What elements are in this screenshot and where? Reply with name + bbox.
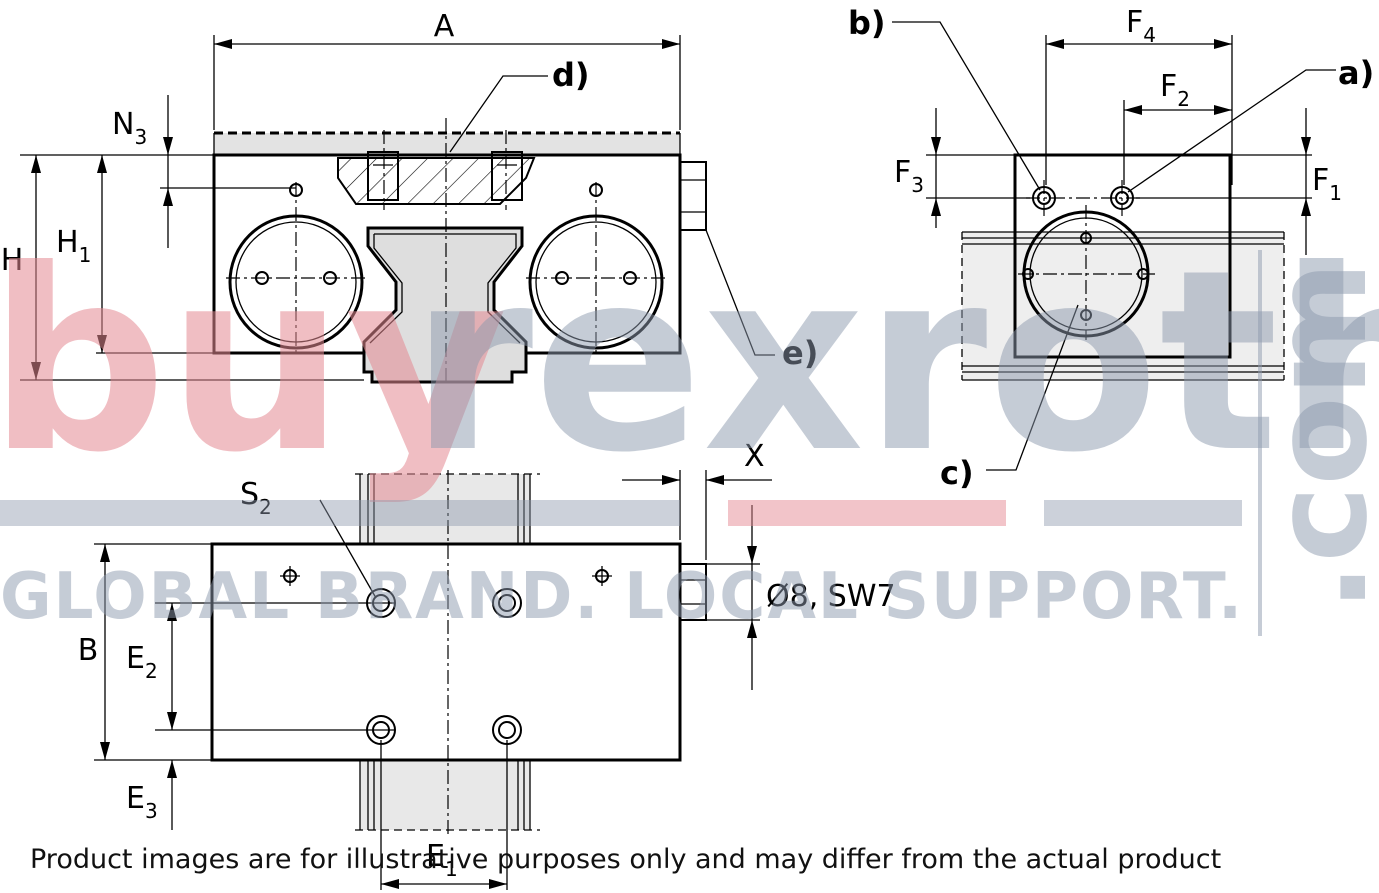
callout-c: c) [940,454,974,492]
watermark-bar-3 [1044,500,1242,526]
top-plate-dashed [214,133,680,155]
dim-H1-label: H1 [56,225,91,267]
dim-F1-label: F1 [1312,163,1342,205]
dim-N3-label: N3 [112,107,147,149]
screw-right [491,151,523,201]
watermark-bar-2 [728,500,1006,526]
callout-e: e) [782,334,818,372]
dim-S2-label: S2 [240,477,272,519]
watermark-bar-1 [0,500,680,526]
end-nut [679,161,707,231]
dim-F4-label: F4 [1126,5,1156,47]
disclaimer-text: Product images are for illustrative purp… [30,844,1221,875]
hatched-section [337,157,536,205]
rail-profile [362,226,528,384]
dim-B-label: B [78,633,99,668]
callout-a: a) [1338,54,1374,92]
side-block [1013,153,1232,359]
side-view: F4 F2 F1 F3 b) a) c) [848,4,1374,492]
dim-E3-label: E3 [126,781,158,823]
dim-F3-label: F3 [894,155,924,197]
screw-left [367,151,399,201]
rail-top [360,474,530,544]
dim-E2-label: E2 [126,641,158,683]
callout-d: d) [552,56,590,94]
watermark-tagline: GLOBAL BRAND. LOCAL SUPPORT. [0,560,1244,634]
watermark-divider [1258,250,1262,636]
dim-F2-label: F2 [1160,69,1190,111]
top-view: S2 B E2 E3 E1 X Ø8, SW7 [78,439,896,890]
top-end-nut [679,563,707,621]
watermark-rexroth: rexroth [410,216,1379,507]
top-block [210,542,682,762]
dim-E1-label: E1 [426,839,458,881]
front-view: A H H1 N3 d) e) [1,9,818,384]
rail-bottom [360,760,530,830]
dim-A-label: A [434,9,455,44]
dim-H-label: H [1,243,24,278]
watermark: buy rexroth GLOBAL BRAND. LOCAL SUPPORT.… [0,216,1379,636]
watermark-com: .com [1244,261,1379,612]
callout-b: b) [848,4,886,42]
dim-X-label: X [744,439,765,474]
watermark-buy: buy [0,216,508,507]
nut-spec-label: Ø8, SW7 [766,579,896,614]
